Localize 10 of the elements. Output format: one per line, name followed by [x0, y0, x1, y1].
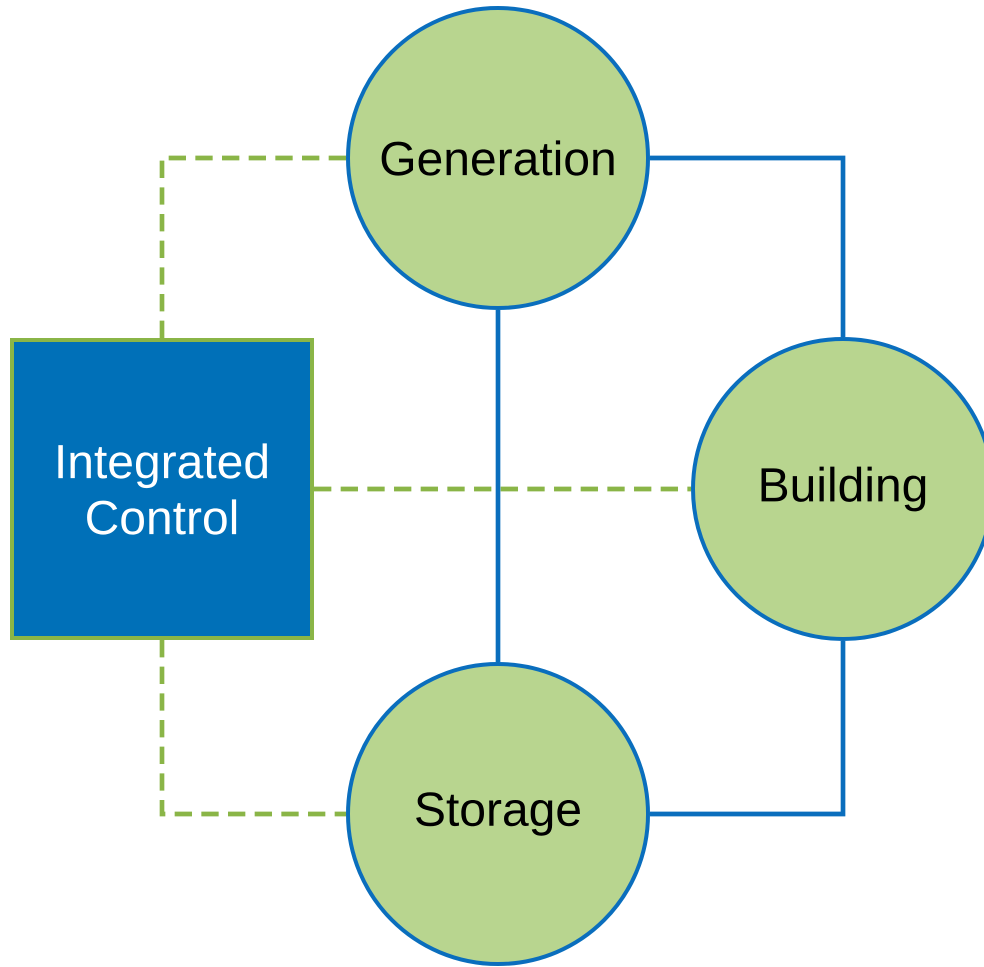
connector-line — [650, 641, 846, 816]
circle-node: Storage — [346, 662, 650, 966]
connector-line — [650, 156, 846, 337]
circle-node: Generation — [346, 6, 650, 310]
dashed-connector — [314, 486, 691, 492]
connector-line — [496, 310, 500, 662]
dashed-connector — [160, 156, 346, 338]
dashed-connector — [160, 640, 346, 816]
circle-node: Building — [691, 337, 984, 641]
control-box: Integrated Control — [10, 338, 314, 640]
